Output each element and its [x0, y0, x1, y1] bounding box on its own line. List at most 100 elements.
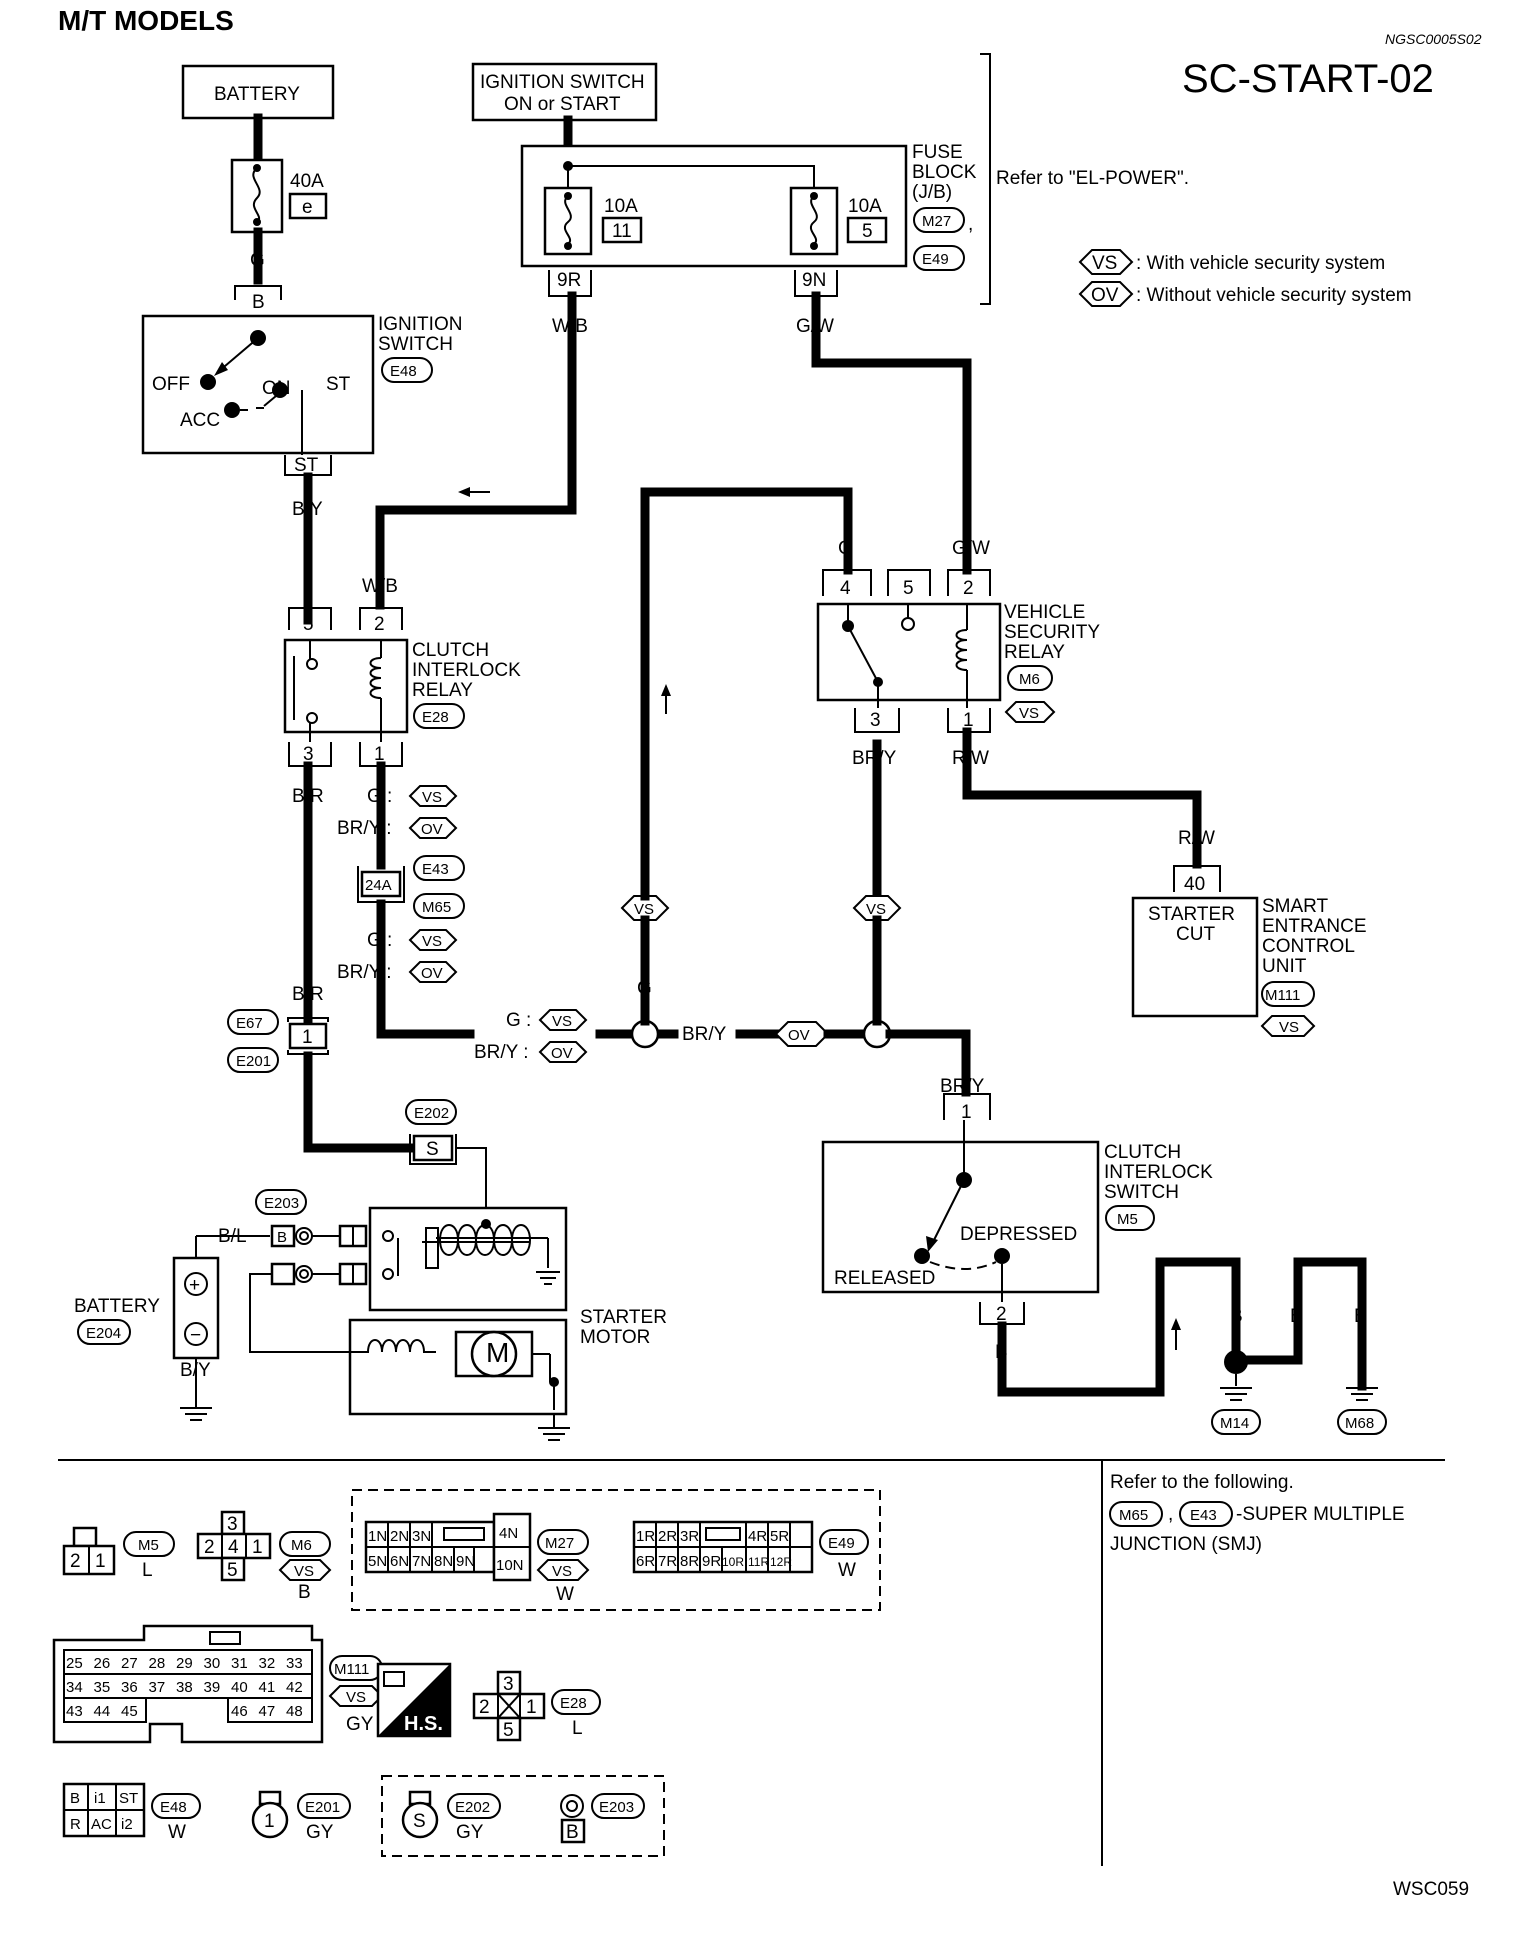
e48-r2-2: AC: [91, 1816, 112, 1833]
e49-r2-4: 9R: [702, 1553, 721, 1570]
fuse-40a-id: e: [302, 197, 313, 218]
fuse-term-9n: 9N: [802, 270, 826, 291]
wire-bry-ov-1: BR/Y :: [337, 818, 392, 839]
ground-m68: M68: [1345, 1415, 1374, 1432]
e201-pin: 1: [264, 1811, 275, 1832]
e48-r1-1: B: [70, 1790, 80, 1807]
m27-r2-3: 7N: [412, 1553, 431, 1570]
fuse-block: 10A 11 10A 5 9R 9N FUSE BLOCK (J/B) M27 …: [520, 142, 977, 297]
e28-color: L: [572, 1718, 583, 1739]
ign-pos-acc: ACC: [180, 410, 220, 431]
battery-e204-id: E204: [86, 1325, 121, 1342]
wire-bry-ov-3: BR/Y :: [474, 1042, 529, 1063]
m111-pin: 33: [286, 1655, 303, 1672]
conn-face-e28: 3 2 1 5 E28 L: [472, 1670, 601, 1742]
wire-rw-sec: R/W: [1178, 828, 1215, 849]
cis-label-1: CLUTCH: [1104, 1142, 1181, 1163]
fuse-block-conn1: M27: [922, 213, 951, 230]
ground-m14: M14: [1220, 1415, 1249, 1432]
smj-pin: 24A: [365, 877, 392, 894]
cir-label-2: INTERLOCK: [412, 660, 521, 681]
conn-face-e48: B i1 ST R AC i2 E48 W: [62, 1782, 201, 1843]
e48-r2-1: R: [70, 1816, 81, 1833]
fuse-block-label-1: FUSE: [912, 142, 963, 163]
wire-rw-vsr: R/W: [952, 748, 989, 769]
e202-face-id: E202: [455, 1799, 490, 1816]
legend-vs-text: : With vehicle security system: [1136, 253, 1385, 274]
e48-r1-2: i1: [94, 1790, 106, 1807]
cis-connector: M5: [1117, 1211, 1138, 1228]
connector-e202-s: E202 S: [405, 1099, 457, 1165]
opt-vs-2: VS: [422, 933, 442, 950]
m111-pin: 38: [176, 1679, 193, 1696]
ign-pos-on: ON: [262, 378, 291, 399]
cir-connector: E28: [422, 709, 449, 726]
m6-pin1: 1: [252, 1537, 263, 1558]
ref-line3: JUNCTION (SMJ): [1110, 1534, 1262, 1555]
battery-plus: +: [189, 1275, 200, 1296]
m111-pin: 40: [231, 1679, 248, 1696]
e49-r1-6: 5R: [770, 1528, 789, 1545]
fuse-left-rating: 10A: [604, 196, 638, 217]
fuse-right-rating: 10A: [848, 196, 882, 217]
fuse-40a-rating: 40A: [290, 171, 324, 192]
m111-pin: 39: [204, 1679, 221, 1696]
cis-released: RELEASED: [834, 1268, 935, 1289]
opt-ov-1: OV: [421, 821, 443, 838]
hs-text: H.S.: [404, 1713, 443, 1735]
ign-on-start-2: ON or START: [504, 94, 621, 115]
sec-opt: VS: [1279, 1019, 1299, 1036]
e28-pin2: 2: [479, 1697, 490, 1718]
vsr-pin4: 4: [840, 578, 851, 599]
m6-id: M6: [291, 1537, 312, 1554]
m6-pin3: 3: [227, 1514, 238, 1535]
opt-ov-2: OV: [421, 965, 443, 982]
m5-color: L: [142, 1560, 153, 1581]
fuse-block-conn2: E49: [922, 251, 949, 268]
fuse-block-label-2: BLOCK: [912, 162, 977, 183]
cir-pin3: 3: [303, 744, 314, 765]
wire-bry-bus: BR/Y: [682, 1024, 727, 1045]
e203-pin-b: B: [277, 1229, 287, 1246]
m27-r1-5: 4N: [499, 1525, 518, 1542]
ref-conn2: E43: [1190, 1507, 1217, 1524]
m6-pin4: 4: [228, 1537, 239, 1558]
conn-face-m27: 1N 2N 3N 4N 5N 6N 7N 8N 9N 10N M27 VS W: [364, 1512, 590, 1605]
m111-pin: 43: [66, 1703, 83, 1720]
m111-pin: 35: [94, 1679, 111, 1696]
vsr-label-2: SECURITY: [1004, 622, 1100, 643]
e49-r1-2: 2R: [658, 1528, 677, 1545]
junction-e67: E67: [236, 1015, 263, 1032]
m27-r2-2: 6N: [390, 1553, 409, 1570]
battery-minus: −: [190, 1325, 201, 1346]
conn-face-m5: 2 1 M5 L: [62, 1526, 175, 1581]
m111-pin: 41: [259, 1679, 276, 1696]
junction-pin1: 1: [302, 1027, 313, 1048]
smj-junction: 24A E43 M65: [357, 855, 465, 919]
e203-face-id: E203: [599, 1799, 634, 1816]
e202-pin-s: S: [426, 1139, 439, 1160]
wire-bry-ov-2: BR/Y :: [337, 962, 392, 983]
ref-conn1: M65: [1119, 1507, 1148, 1524]
battery-label: BATTERY: [214, 84, 300, 105]
conn-face-e202: S E202 GY: [401, 1790, 501, 1843]
ign-label-2: SWITCH: [378, 334, 453, 355]
ref-line2: -SUPER MULTIPLE: [1236, 1504, 1405, 1525]
starter-label-2: MOTOR: [580, 1327, 650, 1348]
ref-line1: Refer to the following.: [1110, 1472, 1294, 1493]
wire-b-g3: B: [1354, 1306, 1367, 1327]
cis-label-2: INTERLOCK: [1104, 1162, 1213, 1183]
e49-r2-1: 6R: [636, 1553, 655, 1570]
m111-pin: 29: [176, 1655, 193, 1672]
legend: VS : With vehicle security system OV : W…: [1078, 249, 1412, 307]
fuse-40a: 40A e: [230, 158, 328, 234]
conn-face-e49: 1R 2R 3R 4R 5R 6R 7R 8R 9R 10R 11R 12R E…: [632, 1520, 869, 1581]
m111-pin: 37: [149, 1679, 166, 1696]
m27-color: W: [556, 1584, 574, 1605]
sec-label-3: CONTROL: [1262, 936, 1355, 957]
wire-wb-top: W/B: [552, 316, 588, 337]
m111-pin: 44: [94, 1703, 111, 1720]
e49-id: E49: [828, 1535, 855, 1552]
cir-label-1: CLUTCH: [412, 640, 489, 661]
m27-r2-6: 10N: [496, 1557, 524, 1574]
